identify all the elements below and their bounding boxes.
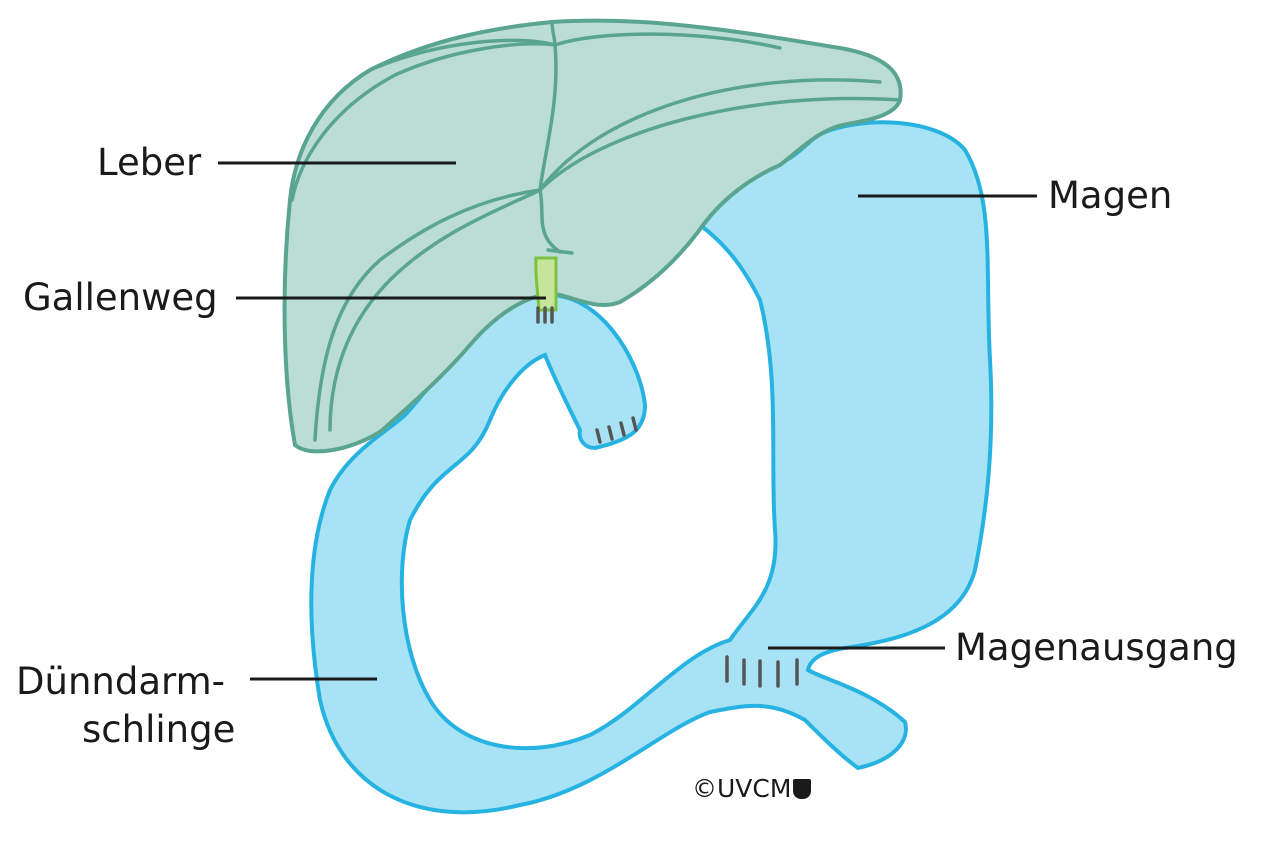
stomach-intestine-shape — [309, 120, 994, 815]
bile-duct — [534, 256, 558, 312]
label-bile-duct: Gallenweg — [23, 276, 218, 319]
label-intestine-line2: schlinge — [82, 708, 236, 751]
label-intestine-line1: Dünndarm- — [16, 660, 225, 703]
liver-lobe-lines — [290, 20, 902, 442]
leader-lines — [218, 161, 1037, 681]
label-stomach: Magen — [1048, 174, 1173, 217]
label-pylorus: Magenausgang — [955, 626, 1238, 669]
sutures — [536, 306, 799, 688]
label-liver: Leber — [97, 141, 202, 184]
copyright-notice: ©UVCM — [692, 774, 812, 803]
uvcm-logo-icon — [793, 779, 812, 799]
copyright-text: ©UVCM — [692, 774, 792, 803]
liver-shape — [282, 18, 903, 454]
